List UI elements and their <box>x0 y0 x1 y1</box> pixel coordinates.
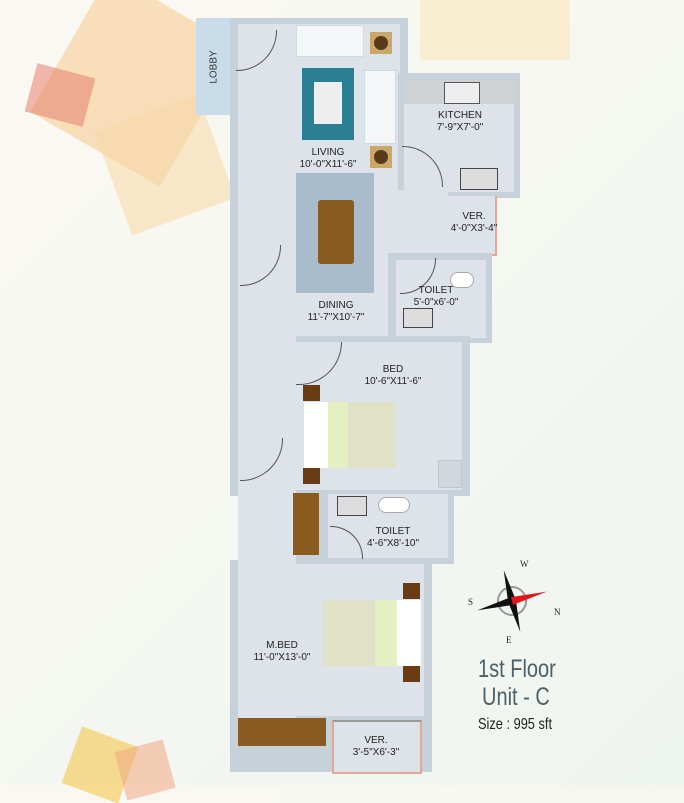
wash-basin <box>403 308 433 328</box>
side-table <box>370 32 392 54</box>
ver1-label: VER.4'-0"X3'-4" <box>450 211 498 234</box>
sofa <box>296 25 364 57</box>
bed-furniture <box>304 402 396 468</box>
side-table <box>370 146 392 168</box>
stove <box>460 168 498 190</box>
corridor-floor <box>238 336 296 736</box>
wash-basin <box>337 496 367 516</box>
nightstand <box>403 583 420 599</box>
floor-title: 1st Floor <box>478 655 556 683</box>
wardrobe <box>238 718 326 746</box>
compass-n: N <box>554 607 560 617</box>
compass-icon: W S N E <box>468 559 560 645</box>
decor-shape <box>420 0 570 60</box>
sofa <box>364 70 396 144</box>
ver1 <box>447 196 497 256</box>
bed-furniture <box>323 600 421 666</box>
toilet-seat <box>378 497 410 513</box>
ver2-label: VER.3'-5"X6'-3" <box>352 735 400 758</box>
nightstand <box>303 468 320 484</box>
rug <box>302 68 354 140</box>
window-box <box>438 460 462 488</box>
lobby: LOBBY <box>196 18 232 115</box>
kitchen-sink <box>444 82 480 104</box>
nightstand <box>303 385 320 401</box>
unit-title: Unit - C <box>482 683 550 711</box>
compass-e: E <box>506 635 512 645</box>
nightstand <box>403 666 420 682</box>
compass-w: W <box>520 559 529 569</box>
lobby-label: LOBBY <box>208 49 220 84</box>
kitchen-passage <box>398 190 448 260</box>
compass-s: S <box>468 597 473 607</box>
toilet-seat <box>450 272 474 288</box>
ver2 <box>332 720 422 774</box>
wardrobe <box>293 493 319 555</box>
dining-table <box>318 200 354 264</box>
size-text: Size : 995 sft <box>478 716 552 733</box>
